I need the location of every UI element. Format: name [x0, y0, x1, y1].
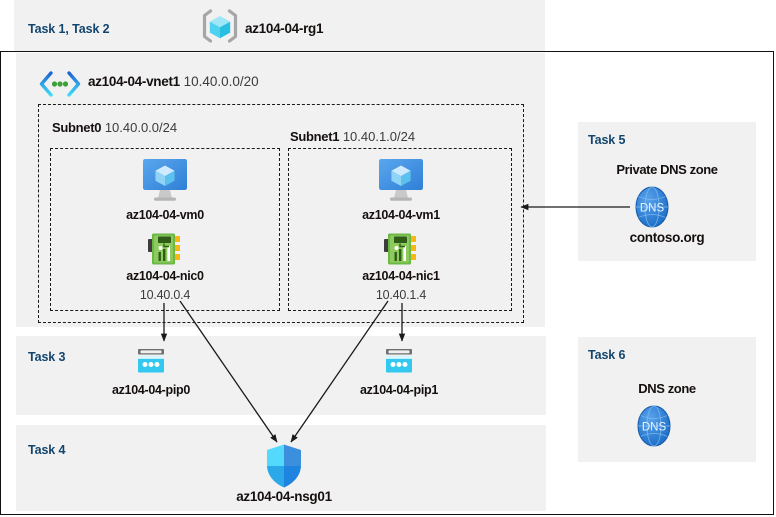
network-interface-icon — [147, 232, 183, 266]
dns-icon-text: DNS — [642, 422, 667, 434]
task-label-5: Task 5 — [588, 133, 626, 147]
pip1-label: az104-04-pip1 — [359, 383, 439, 397]
resource-group-name: az104-04-rg1 — [245, 21, 324, 36]
subnet1-boundary — [288, 148, 512, 311]
dns-globe-icon: DNS — [632, 403, 676, 449]
dns-zone-panel — [578, 337, 756, 462]
subnet1-prefix: 10.40.1.0/24 — [342, 129, 416, 144]
subnet0-prefix: 10.40.0.0/24 — [104, 120, 178, 135]
task-label-1-2: Task 1, Task 2 — [28, 22, 110, 36]
vnet-boundary — [38, 104, 524, 323]
nic0-label: az104-04-nic0 — [126, 269, 204, 283]
virtual-network-icon — [38, 70, 82, 98]
private-dns-zone-title: Private DNS zone — [616, 162, 718, 177]
task-label-4: Task 4 — [28, 443, 66, 457]
subnet0-name: Subnet0 — [52, 120, 102, 135]
subnet0-boundary — [50, 148, 280, 311]
task-label-6: Task 6 — [588, 348, 626, 362]
network-interface-icon — [383, 232, 419, 266]
task-label-3: Task 3 — [28, 350, 66, 364]
subnet0-header: Subnet0 10.40.0.0/24 — [52, 120, 177, 135]
nic1-label: az104-04-nic1 — [362, 269, 440, 283]
diagram-outer-border — [0, 51, 774, 515]
private-dns-zone-panel — [578, 122, 756, 261]
private-dns-zone-name: contoso.org — [629, 230, 705, 245]
virtual-machine-icon — [136, 157, 194, 203]
public-ip-panel — [15, 336, 546, 415]
resource-group-cube-icon — [201, 9, 239, 43]
vnet-header: az104-04-vnet1 10.40.0.0/20 — [88, 74, 259, 89]
dns-zone-title: DNS zone — [638, 381, 696, 396]
vm1-label: az104-04-vm1 — [362, 208, 440, 222]
vnet-address-space: 10.40.0.0/20 — [183, 74, 259, 89]
pip0-label: az104-04-pip0 — [111, 383, 191, 397]
subnet1-header: Subnet1 10.40.1.0/24 — [290, 129, 415, 144]
dns-icon-text: DNS — [640, 203, 665, 215]
network-security-group-shield-icon — [264, 443, 304, 489]
vm0-label: az104-04-vm0 — [126, 208, 204, 222]
nic1-private-ip: 10.40.1.4 — [375, 288, 427, 302]
virtual-machine-icon — [372, 157, 430, 203]
vnet-name: az104-04-vnet1 — [88, 74, 180, 89]
subnet1-name: Subnet1 — [290, 129, 340, 144]
nic0-private-ip: 10.40.0.4 — [139, 288, 191, 302]
public-ip-address-icon — [134, 347, 168, 377]
dns-globe-icon: DNS — [630, 184, 674, 230]
resource-group-header-band — [14, 0, 545, 51]
public-ip-address-icon — [382, 347, 416, 377]
resource-group-body-panel — [15, 52, 545, 327]
nsg-label: az104-04-nsg01 — [236, 489, 332, 504]
